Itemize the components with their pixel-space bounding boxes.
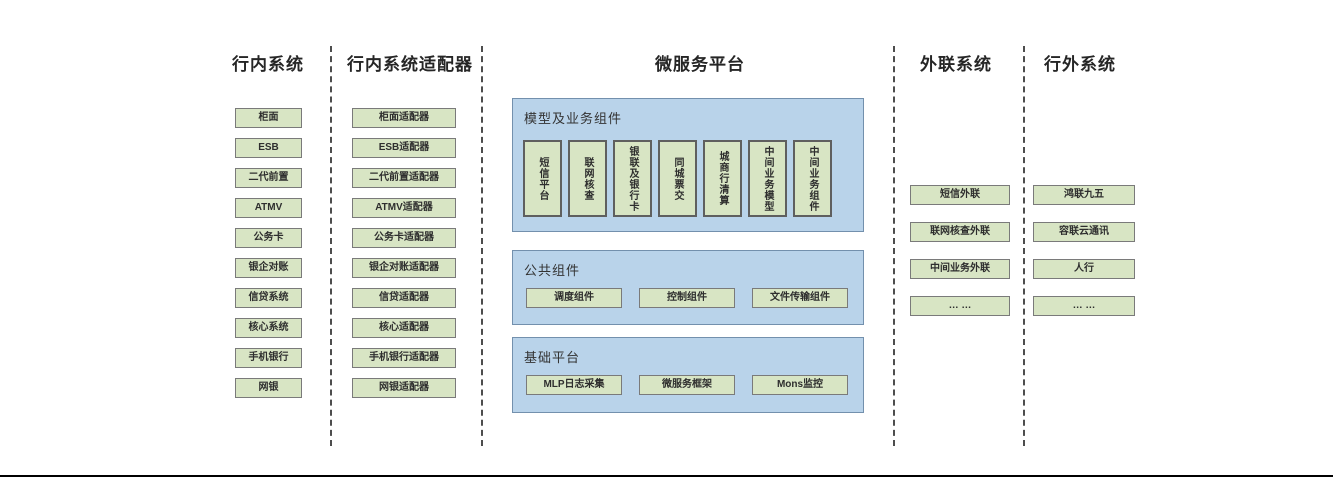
component-box: 中间业务组件 [793, 140, 832, 217]
model-business-components-list: 短信平台联网核查银联及银行卡同城票交城商行清算中间业务模型中间业务组件 [523, 140, 832, 217]
component-box: 同城票交 [658, 140, 697, 217]
system-box: 网银 [235, 378, 302, 398]
divider-line-4 [1023, 46, 1025, 446]
adapter-box: 核心适配器 [352, 318, 456, 338]
adapter-box: 手机银行适配器 [352, 348, 456, 368]
panel-common-components: 公共组件 调度组件控制组件文件传输组件 [512, 250, 864, 325]
system-box: 鸿联九五 [1033, 185, 1135, 205]
adapter-box: ATMV适配器 [352, 198, 456, 218]
component-box: 控制组件 [639, 288, 735, 308]
system-box: 信贷系统 [235, 288, 302, 308]
outbound-link-systems-list: 短信外联联网核查外联中间业务外联 … … [910, 185, 1010, 316]
system-box: ESB [235, 138, 302, 158]
divider-line-3 [893, 46, 895, 446]
system-box: 银企对账 [235, 258, 302, 278]
system-box: 中间业务外联 [910, 259, 1010, 279]
divider-line-1 [330, 46, 332, 446]
panel-title: 公共组件 [524, 263, 581, 278]
header-internal-system-adapters: 行内系统适配器 [347, 55, 473, 74]
bottom-rule [0, 475, 1333, 477]
adapter-box: 银企对账适配器 [352, 258, 456, 278]
system-box: 手机银行 [235, 348, 302, 368]
system-box: 容联云通讯 [1033, 222, 1135, 242]
component-box: 联网核查 [568, 140, 607, 217]
component-box: Mons监控 [752, 375, 848, 395]
common-components-list: 调度组件控制组件文件传输组件 [526, 288, 848, 308]
component-box: 调度组件 [526, 288, 622, 308]
adapter-box: 网银适配器 [352, 378, 456, 398]
internal-system-adapters-list: 柜面适配器 ESB适配器二代前置适配器 ATMV适配器公务卡适配器银企对账适配器信贷… [352, 108, 456, 398]
adapter-box: 公务卡适配器 [352, 228, 456, 248]
component-box: MLP日志采集 [526, 375, 622, 395]
panel-title: 模型及业务组件 [524, 111, 623, 126]
component-box: 城商行清算 [703, 140, 742, 217]
header-external-systems: 行外系统 [1044, 55, 1116, 74]
header-internal-systems: 行内系统 [232, 55, 304, 74]
panel-model-business-components: 模型及业务组件 短信平台联网核查银联及银行卡同城票交城商行清算中间业务模型中间业… [512, 98, 864, 232]
system-box: 柜面 [235, 108, 302, 128]
internal-systems-list: 柜面 ESB 二代前置 ATMV 公务卡银企对账信贷系统核心系统手机银行网银 [235, 108, 302, 398]
system-box: 人行 [1033, 259, 1135, 279]
external-systems-list: 鸿联九五容联云通讯人行 … … [1033, 185, 1135, 316]
adapter-box: 信贷适配器 [352, 288, 456, 308]
system-box: 联网核查外联 [910, 222, 1010, 242]
system-box: … … [1033, 296, 1135, 316]
panel-base-platform: 基础平台 MLP日志采集微服务框架 Mons监控 [512, 337, 864, 413]
system-box: … … [910, 296, 1010, 316]
base-platform-list: MLP日志采集微服务框架 Mons监控 [526, 375, 848, 395]
panel-title: 基础平台 [524, 350, 581, 365]
component-box: 文件传输组件 [752, 288, 848, 308]
header-microservice-platform: 微服务平台 [655, 55, 745, 74]
system-box: 二代前置 [235, 168, 302, 188]
system-box: 短信外联 [910, 185, 1010, 205]
component-box: 短信平台 [523, 140, 562, 217]
system-box: ATMV [235, 198, 302, 218]
adapter-box: 二代前置适配器 [352, 168, 456, 188]
header-outbound-link-systems: 外联系统 [920, 55, 992, 74]
component-box: 银联及银行卡 [613, 140, 652, 217]
adapter-box: 柜面适配器 [352, 108, 456, 128]
component-box: 中间业务模型 [748, 140, 787, 217]
system-box: 核心系统 [235, 318, 302, 338]
component-box: 微服务框架 [639, 375, 735, 395]
system-box: 公务卡 [235, 228, 302, 248]
divider-line-2 [481, 46, 483, 446]
adapter-box: ESB适配器 [352, 138, 456, 158]
